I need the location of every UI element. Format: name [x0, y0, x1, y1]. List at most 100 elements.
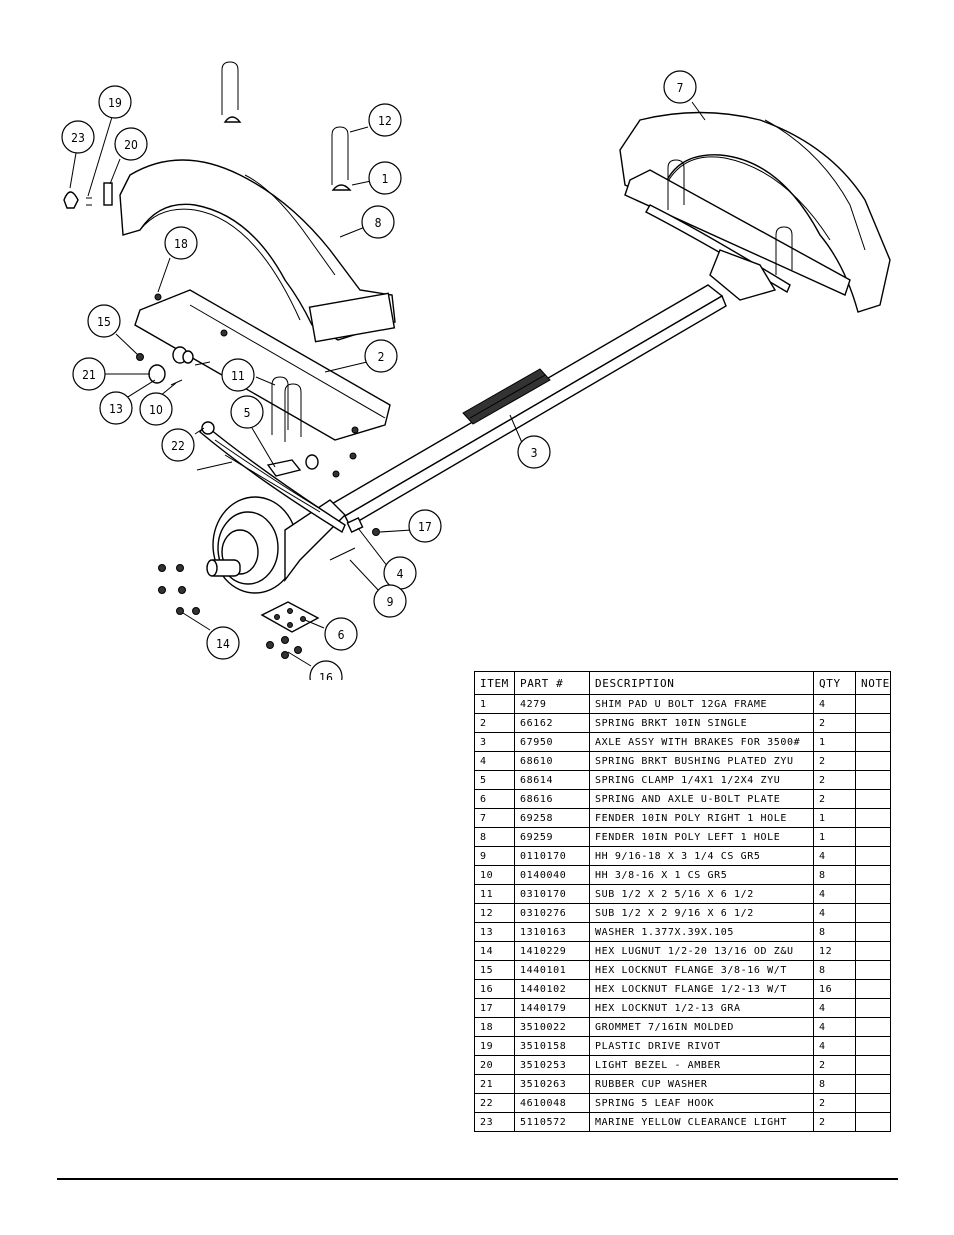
- callout-16: 16: [309, 660, 343, 680]
- qty-cell: 16: [813, 979, 856, 999]
- header-part-number: PART #: [514, 671, 590, 695]
- qty-cell: 4: [813, 846, 856, 866]
- callout-label: 22: [171, 439, 185, 453]
- part-number-cell: 1310163: [514, 922, 590, 942]
- note-cell: [855, 865, 891, 885]
- item-cell: 4: [474, 751, 515, 771]
- item-cell: 10: [474, 865, 515, 885]
- note-cell: [855, 998, 891, 1018]
- qty-cell: 2: [813, 1112, 856, 1132]
- description-cell: WASHER 1.377X.39X.105: [589, 922, 814, 942]
- item-cell: 11: [474, 884, 515, 904]
- part-number-cell: 3510022: [514, 1017, 590, 1037]
- callout-label: 7: [677, 81, 684, 95]
- note-cell: [855, 960, 891, 980]
- header-description: DESCRIPTION: [589, 671, 814, 695]
- note-cell: [855, 827, 891, 847]
- qty-cell: 1: [813, 827, 856, 847]
- qty-cell: 4: [813, 1036, 856, 1056]
- callout-label: 15: [97, 315, 111, 329]
- note-cell: [855, 922, 891, 942]
- item-cell: 16: [474, 979, 515, 999]
- callout-label: 5: [244, 406, 251, 420]
- part-number-cell: 68610: [514, 751, 590, 771]
- callout-label: 13: [109, 402, 123, 416]
- item-cell: 23: [474, 1112, 515, 1132]
- callout-6: 6: [324, 617, 358, 651]
- note-cell: [855, 751, 891, 771]
- parts-table-header: ITEM PART # DESCRIPTION QTY NOTE: [474, 671, 891, 695]
- qty-cell: 1: [813, 732, 856, 752]
- description-cell: HH 9/16-18 X 3 1/4 CS GR5: [589, 846, 814, 866]
- callout-label: 14: [216, 637, 230, 651]
- callout-3: 3: [517, 435, 551, 469]
- u-bolts: [221, 61, 793, 442]
- item-cell: 22: [474, 1093, 515, 1113]
- callout-11: 11: [221, 358, 255, 392]
- callout-label: 18: [174, 237, 188, 251]
- note-cell: [855, 770, 891, 790]
- callout-21: 21: [72, 357, 106, 391]
- part-number-cell: 1410229: [514, 941, 590, 961]
- part-number-cell: 69259: [514, 827, 590, 847]
- description-cell: SHIM PAD U BOLT 12GA FRAME: [589, 694, 814, 714]
- description-cell: LIGHT BEZEL - AMBER: [589, 1055, 814, 1075]
- callout-label: 17: [418, 520, 432, 534]
- description-cell: HEX LUGNUT 1/2-20 13/16 OD Z&U: [589, 941, 814, 961]
- part-number-cell: 3510158: [514, 1036, 590, 1056]
- note-cell: [855, 979, 891, 999]
- right-frame-bracket: [624, 169, 851, 301]
- qty-cell: 4: [813, 1017, 856, 1037]
- callout-7: 7: [663, 70, 697, 104]
- callout-20: 20: [114, 127, 148, 161]
- callout-18: 18: [164, 226, 198, 260]
- item-cell: 1: [474, 694, 515, 714]
- qty-cell: 8: [813, 960, 856, 980]
- callout-10: 10: [139, 392, 173, 426]
- qty-cell: 4: [813, 694, 856, 714]
- item-cell: 5: [474, 770, 515, 790]
- qty-cell: 4: [813, 884, 856, 904]
- note-cell: [855, 1036, 891, 1056]
- note-cell: [855, 1093, 891, 1113]
- part-number-cell: 69258: [514, 808, 590, 828]
- description-cell: RUBBER CUP WASHER: [589, 1074, 814, 1094]
- clearance-light-parts: [63, 182, 113, 209]
- item-cell: 13: [474, 922, 515, 942]
- description-cell: FENDER 10IN POLY RIGHT 1 HOLE: [589, 808, 814, 828]
- callout-17: 17: [408, 509, 442, 543]
- qty-cell: 4: [813, 903, 856, 923]
- qty-cell: 1: [813, 808, 856, 828]
- item-cell: 14: [474, 941, 515, 961]
- header-item: ITEM: [474, 671, 515, 695]
- description-cell: MARINE YELLOW CLEARANCE LIGHT: [589, 1112, 814, 1132]
- note-cell: [855, 713, 891, 733]
- note-cell: [855, 884, 891, 904]
- callout-label: 1: [382, 172, 389, 186]
- qty-cell: 2: [813, 1093, 856, 1113]
- callout-14: 14: [206, 626, 240, 660]
- callout-12: 12: [368, 103, 402, 137]
- note-cell: [855, 1112, 891, 1132]
- callout-1: 1: [368, 161, 402, 195]
- description-cell: FENDER 10IN POLY LEFT 1 HOLE: [589, 827, 814, 847]
- item-cell: 21: [474, 1074, 515, 1094]
- part-number-cell: 68614: [514, 770, 590, 790]
- part-number-cell: 1440102: [514, 979, 590, 999]
- part-number-cell: 4279: [514, 694, 590, 714]
- item-cell: 9: [474, 846, 515, 866]
- note-cell: [855, 1055, 891, 1075]
- part-number-cell: 3510263: [514, 1074, 590, 1094]
